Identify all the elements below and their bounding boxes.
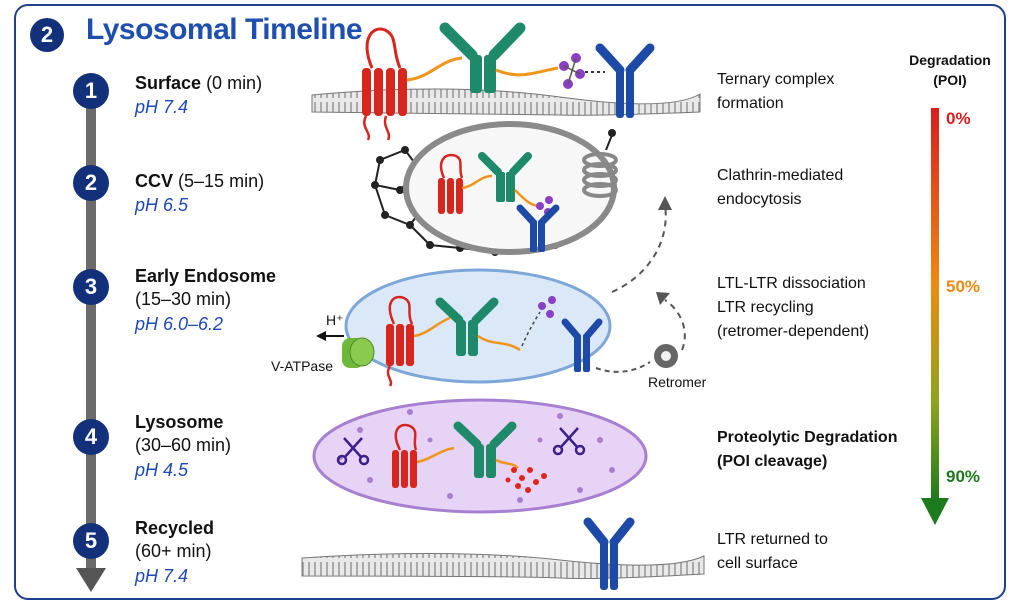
scissors-icon bbox=[336, 437, 370, 466]
antibody-2 bbox=[478, 152, 532, 202]
step-1-name: Surface (0 min) bbox=[135, 73, 263, 93]
retromer-label: Retromer bbox=[648, 374, 707, 390]
step-1-ph: pH 7.4 bbox=[135, 97, 189, 117]
step-number-3: 3 bbox=[73, 269, 109, 305]
retromer-link bbox=[595, 361, 651, 373]
v-atpase-label: V-ATPase bbox=[271, 358, 333, 374]
proton-arrowhead bbox=[316, 331, 326, 341]
recycle-arrow-up bbox=[611, 204, 667, 293]
antibody-1 bbox=[439, 22, 526, 93]
step-2-ph: pH 6.5 bbox=[135, 195, 189, 215]
step-number-4: 4 bbox=[73, 419, 109, 455]
step-4-name: Lysosome(30–60 min) bbox=[135, 412, 232, 455]
v-atpase-pump bbox=[342, 337, 375, 368]
receptor-3 bbox=[561, 318, 603, 372]
section-badge: 2 bbox=[30, 18, 64, 52]
step-4-ph: pH 4.5 bbox=[135, 460, 189, 480]
recycle-arrowhead-up bbox=[658, 196, 672, 210]
dynamin-coil bbox=[582, 129, 618, 198]
ligand-cluster-3 bbox=[538, 296, 556, 318]
receptor-1 bbox=[595, 43, 655, 118]
degradation-tick-50: 50% bbox=[946, 277, 981, 296]
degradation-title: Degradation(POI) bbox=[909, 52, 991, 88]
poi-protein-1 bbox=[362, 27, 407, 141]
step-number-1: 1 bbox=[73, 73, 109, 109]
lysosome-vesicles bbox=[337, 409, 615, 503]
step-5-name: Recycled(60+ min) bbox=[135, 518, 215, 561]
retromer-arrow bbox=[664, 299, 686, 351]
step-3-name: Early Endosome(15–30 min) bbox=[135, 266, 277, 309]
degradation-tick-0: 0% bbox=[946, 109, 971, 128]
ligand-cluster-1 bbox=[559, 53, 585, 89]
surface-membrane-5 bbox=[301, 552, 705, 579]
scissors-icon-2 bbox=[552, 427, 586, 456]
antibody-4 bbox=[453, 421, 517, 478]
page-title: Lysosomal Timeline bbox=[86, 13, 363, 46]
receptor-2 bbox=[516, 204, 560, 252]
step-4-description: Proteolytic Degradation(POI cleavage) bbox=[717, 429, 898, 470]
proton-label: H⁺ bbox=[326, 312, 344, 328]
antibody-3 bbox=[435, 297, 499, 356]
step-number-5: 5 bbox=[73, 523, 109, 559]
step-5-ph: pH 7.4 bbox=[135, 566, 189, 586]
poi-protein-2 bbox=[438, 153, 464, 214]
linker-2a bbox=[461, 174, 493, 190]
step-3-ph: pH 6.0–6.2 bbox=[135, 314, 224, 334]
linker-1a bbox=[406, 56, 463, 82]
retromer-protein bbox=[654, 344, 678, 368]
linker-4b bbox=[495, 458, 519, 469]
poi-protein-3 bbox=[386, 295, 414, 387]
retromer-arrowhead bbox=[656, 292, 670, 305]
step-2-name: CCV (5–15 min) bbox=[135, 171, 265, 191]
degradation-tick-90: 90% bbox=[946, 467, 981, 486]
cleaved-fragments bbox=[505, 467, 547, 493]
linker-4a bbox=[416, 446, 455, 464]
receptor-5 bbox=[583, 517, 635, 590]
poi-protein-4 bbox=[392, 423, 418, 488]
linker-3a bbox=[413, 316, 451, 338]
step-number-2: 2 bbox=[73, 165, 109, 201]
linker-1b bbox=[495, 66, 559, 77]
linker-3b bbox=[477, 334, 521, 352]
